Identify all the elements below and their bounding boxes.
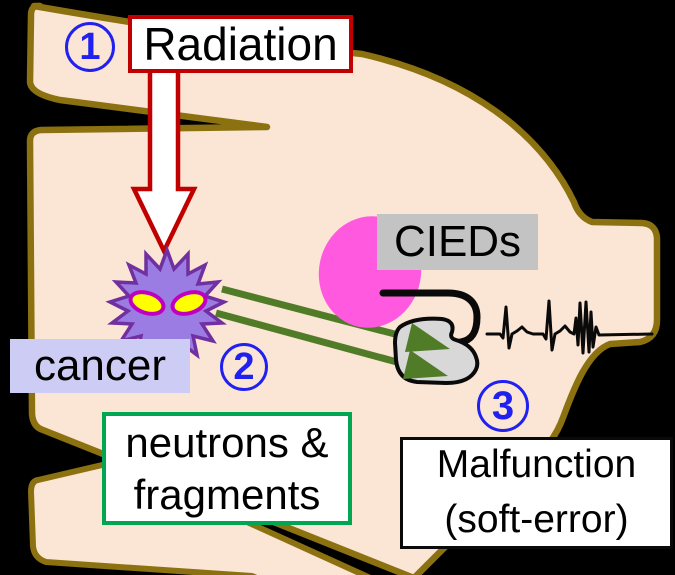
radiation-beam-arrow-icon [130,66,198,257]
ecg-trace-icon [485,299,654,355]
cancer-label-text: cancer [33,341,167,390]
cancer-eyes-icon [128,290,208,316]
step-3-number: 3 [491,383,515,428]
radiation-label: Radiation [128,15,353,73]
step-3-badge: 3 [477,380,529,432]
step-1-number: 1 [79,25,101,68]
cancer-label: cancer [10,339,190,393]
cieds-label-text: CIEDs [393,217,522,266]
particle-arrow-heads [403,323,450,379]
step-2-badge: 2 [220,343,268,391]
step-2-number: 2 [233,345,255,388]
cieds-label: CIEDs [377,214,538,270]
radiation-label-text: Radiation [143,18,338,70]
neutrons-fragments-label: neutrons & fragments [102,412,352,525]
neutrons-label-line1: neutrons & [125,419,329,467]
malfunction-label-line1: Malfunction [436,443,637,487]
malfunction-label: Malfunction (soft-error) [400,437,673,549]
step-1-badge: 1 [65,22,115,72]
particle-arrow-lines [215,285,411,369]
neutrons-label-line2: fragments [133,470,321,518]
malfunction-label-line2: (soft-error) [444,498,629,541]
